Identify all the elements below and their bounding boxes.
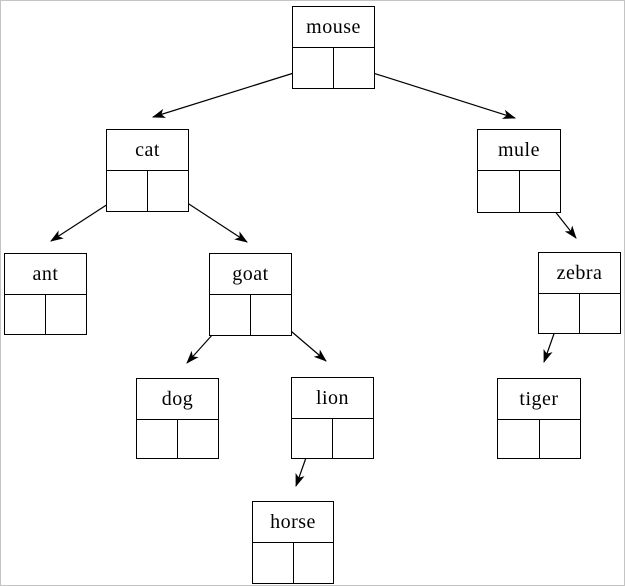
node-left-pointer-cell	[292, 419, 333, 458]
node-left-pointer-cell	[5, 295, 46, 334]
node-right-pointer-cell	[148, 171, 188, 211]
node-label-goat: goat	[210, 254, 291, 295]
tree-node-mouse: mouse	[292, 6, 375, 89]
node-label-dog: dog	[137, 379, 218, 420]
node-label-mule: mule	[478, 130, 560, 171]
edge-mouse-left-to-cat	[151, 66, 314, 118]
node-left-pointer-cell	[498, 420, 540, 458]
tree-node-ant: ant	[4, 253, 87, 335]
node-pointer-cells	[292, 419, 373, 458]
tree-node-cat: cat	[106, 129, 189, 212]
node-right-pointer-cell	[520, 171, 561, 212]
node-label-cat: cat	[107, 130, 188, 171]
node-pointer-cells	[210, 295, 291, 335]
tree-node-horse: horse	[252, 501, 334, 584]
node-right-pointer-cell	[46, 295, 86, 334]
tree-node-zebra: zebra	[538, 252, 621, 334]
node-left-pointer-cell	[210, 295, 251, 335]
node-label-tiger: tiger	[498, 379, 580, 420]
node-left-pointer-cell	[107, 171, 148, 211]
node-pointer-cells	[253, 543, 333, 583]
node-right-pointer-cell	[333, 419, 373, 458]
node-right-pointer-cell	[178, 420, 218, 458]
node-label-ant: ant	[5, 254, 86, 295]
tree-node-dog: dog	[136, 378, 219, 459]
node-left-pointer-cell	[539, 294, 580, 333]
node-pointer-cells	[498, 420, 580, 458]
node-left-pointer-cell	[293, 48, 334, 88]
node-pointer-cells	[293, 48, 374, 88]
node-label-zebra: zebra	[539, 253, 620, 294]
tree-node-goat: goat	[209, 253, 292, 336]
node-pointer-cells	[107, 171, 188, 211]
node-left-pointer-cell	[137, 420, 178, 458]
tree-node-mule: mule	[477, 129, 561, 213]
edge-mouse-right-to-mule	[353, 66, 517, 119]
node-left-pointer-cell	[478, 171, 520, 212]
tree-node-lion: lion	[291, 377, 374, 459]
tree-node-tiger: tiger	[497, 378, 581, 459]
node-right-pointer-cell	[540, 420, 581, 458]
node-label-mouse: mouse	[293, 7, 374, 48]
node-pointer-cells	[478, 171, 560, 212]
node-left-pointer-cell	[253, 543, 294, 583]
node-label-horse: horse	[253, 502, 333, 543]
node-pointer-cells	[137, 420, 218, 458]
node-right-pointer-cell	[580, 294, 620, 333]
node-right-pointer-cell	[294, 543, 334, 583]
node-right-pointer-cell	[251, 295, 291, 335]
node-pointer-cells	[5, 295, 86, 334]
node-label-lion: lion	[292, 378, 373, 419]
node-pointer-cells	[539, 294, 620, 333]
node-right-pointer-cell	[334, 48, 374, 88]
